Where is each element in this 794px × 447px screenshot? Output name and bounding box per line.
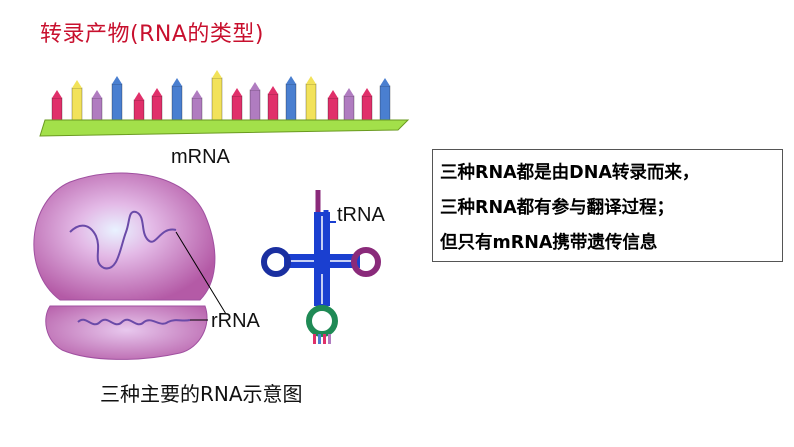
mrna-base-tip — [112, 76, 122, 84]
mrna-base — [249, 89, 261, 125]
diagram-caption: 三种主要的RNA示意图 — [100, 382, 303, 406]
rrna-pointer-line-1 — [175, 231, 227, 315]
mrna-base-tip — [344, 88, 354, 96]
trna-cloverleaf — [261, 190, 381, 344]
mrna-base — [211, 77, 223, 125]
mrna-base-tip — [286, 76, 296, 84]
mrna-base-tip — [134, 92, 144, 100]
ribosome — [33, 172, 227, 360]
mrna-base — [171, 85, 183, 125]
mrna-base — [71, 87, 83, 125]
mrna-base-tip — [250, 82, 260, 90]
mrna-base — [285, 83, 297, 125]
mrna-base-tip — [212, 70, 222, 78]
mrna-base — [305, 83, 317, 125]
rrna-label: rRNA — [211, 310, 260, 332]
mrna-base — [111, 83, 123, 125]
summary-box: 三种RNA都是由DNA转录而来， 三种RNA都有参与翻译过程； 但只有mRNA携… — [432, 149, 783, 262]
page-title: 转录产物(RNA的类型) — [40, 22, 264, 47]
mrna-base — [379, 85, 391, 125]
mrna-base-tip — [328, 90, 338, 98]
mrna-base-tip — [192, 90, 202, 98]
rrna-strand-large — [69, 210, 177, 270]
mrna-base-tip — [306, 76, 316, 84]
mrna-backbone — [39, 119, 410, 137]
summary-line-2: 三种RNA都有参与翻译过程； — [440, 198, 675, 218]
mrna-base-tip — [380, 78, 390, 86]
mrna-base-tip — [232, 88, 242, 96]
mrna-base-tip — [172, 78, 182, 86]
mrna-label: mRNA — [171, 146, 230, 168]
summary-line-1: 三种RNA都是由DNA转录而来， — [440, 163, 700, 183]
mrna-bases — [51, 70, 391, 125]
mrna-base-tip — [268, 86, 278, 94]
mrna-base-tip — [52, 90, 62, 98]
summary-line-3: 但只有mRNA携带遗传信息 — [440, 233, 658, 253]
trna-label: tRNA — [337, 204, 385, 226]
mrna-base-tip — [152, 88, 162, 96]
mrna-strand — [39, 70, 410, 137]
rrna-strand-small — [77, 318, 191, 326]
mrna-base-tip — [72, 80, 82, 88]
mrna-base-tip — [362, 88, 372, 96]
ribosome-small-subunit — [45, 305, 208, 360]
mrna-base-tip — [92, 90, 102, 98]
